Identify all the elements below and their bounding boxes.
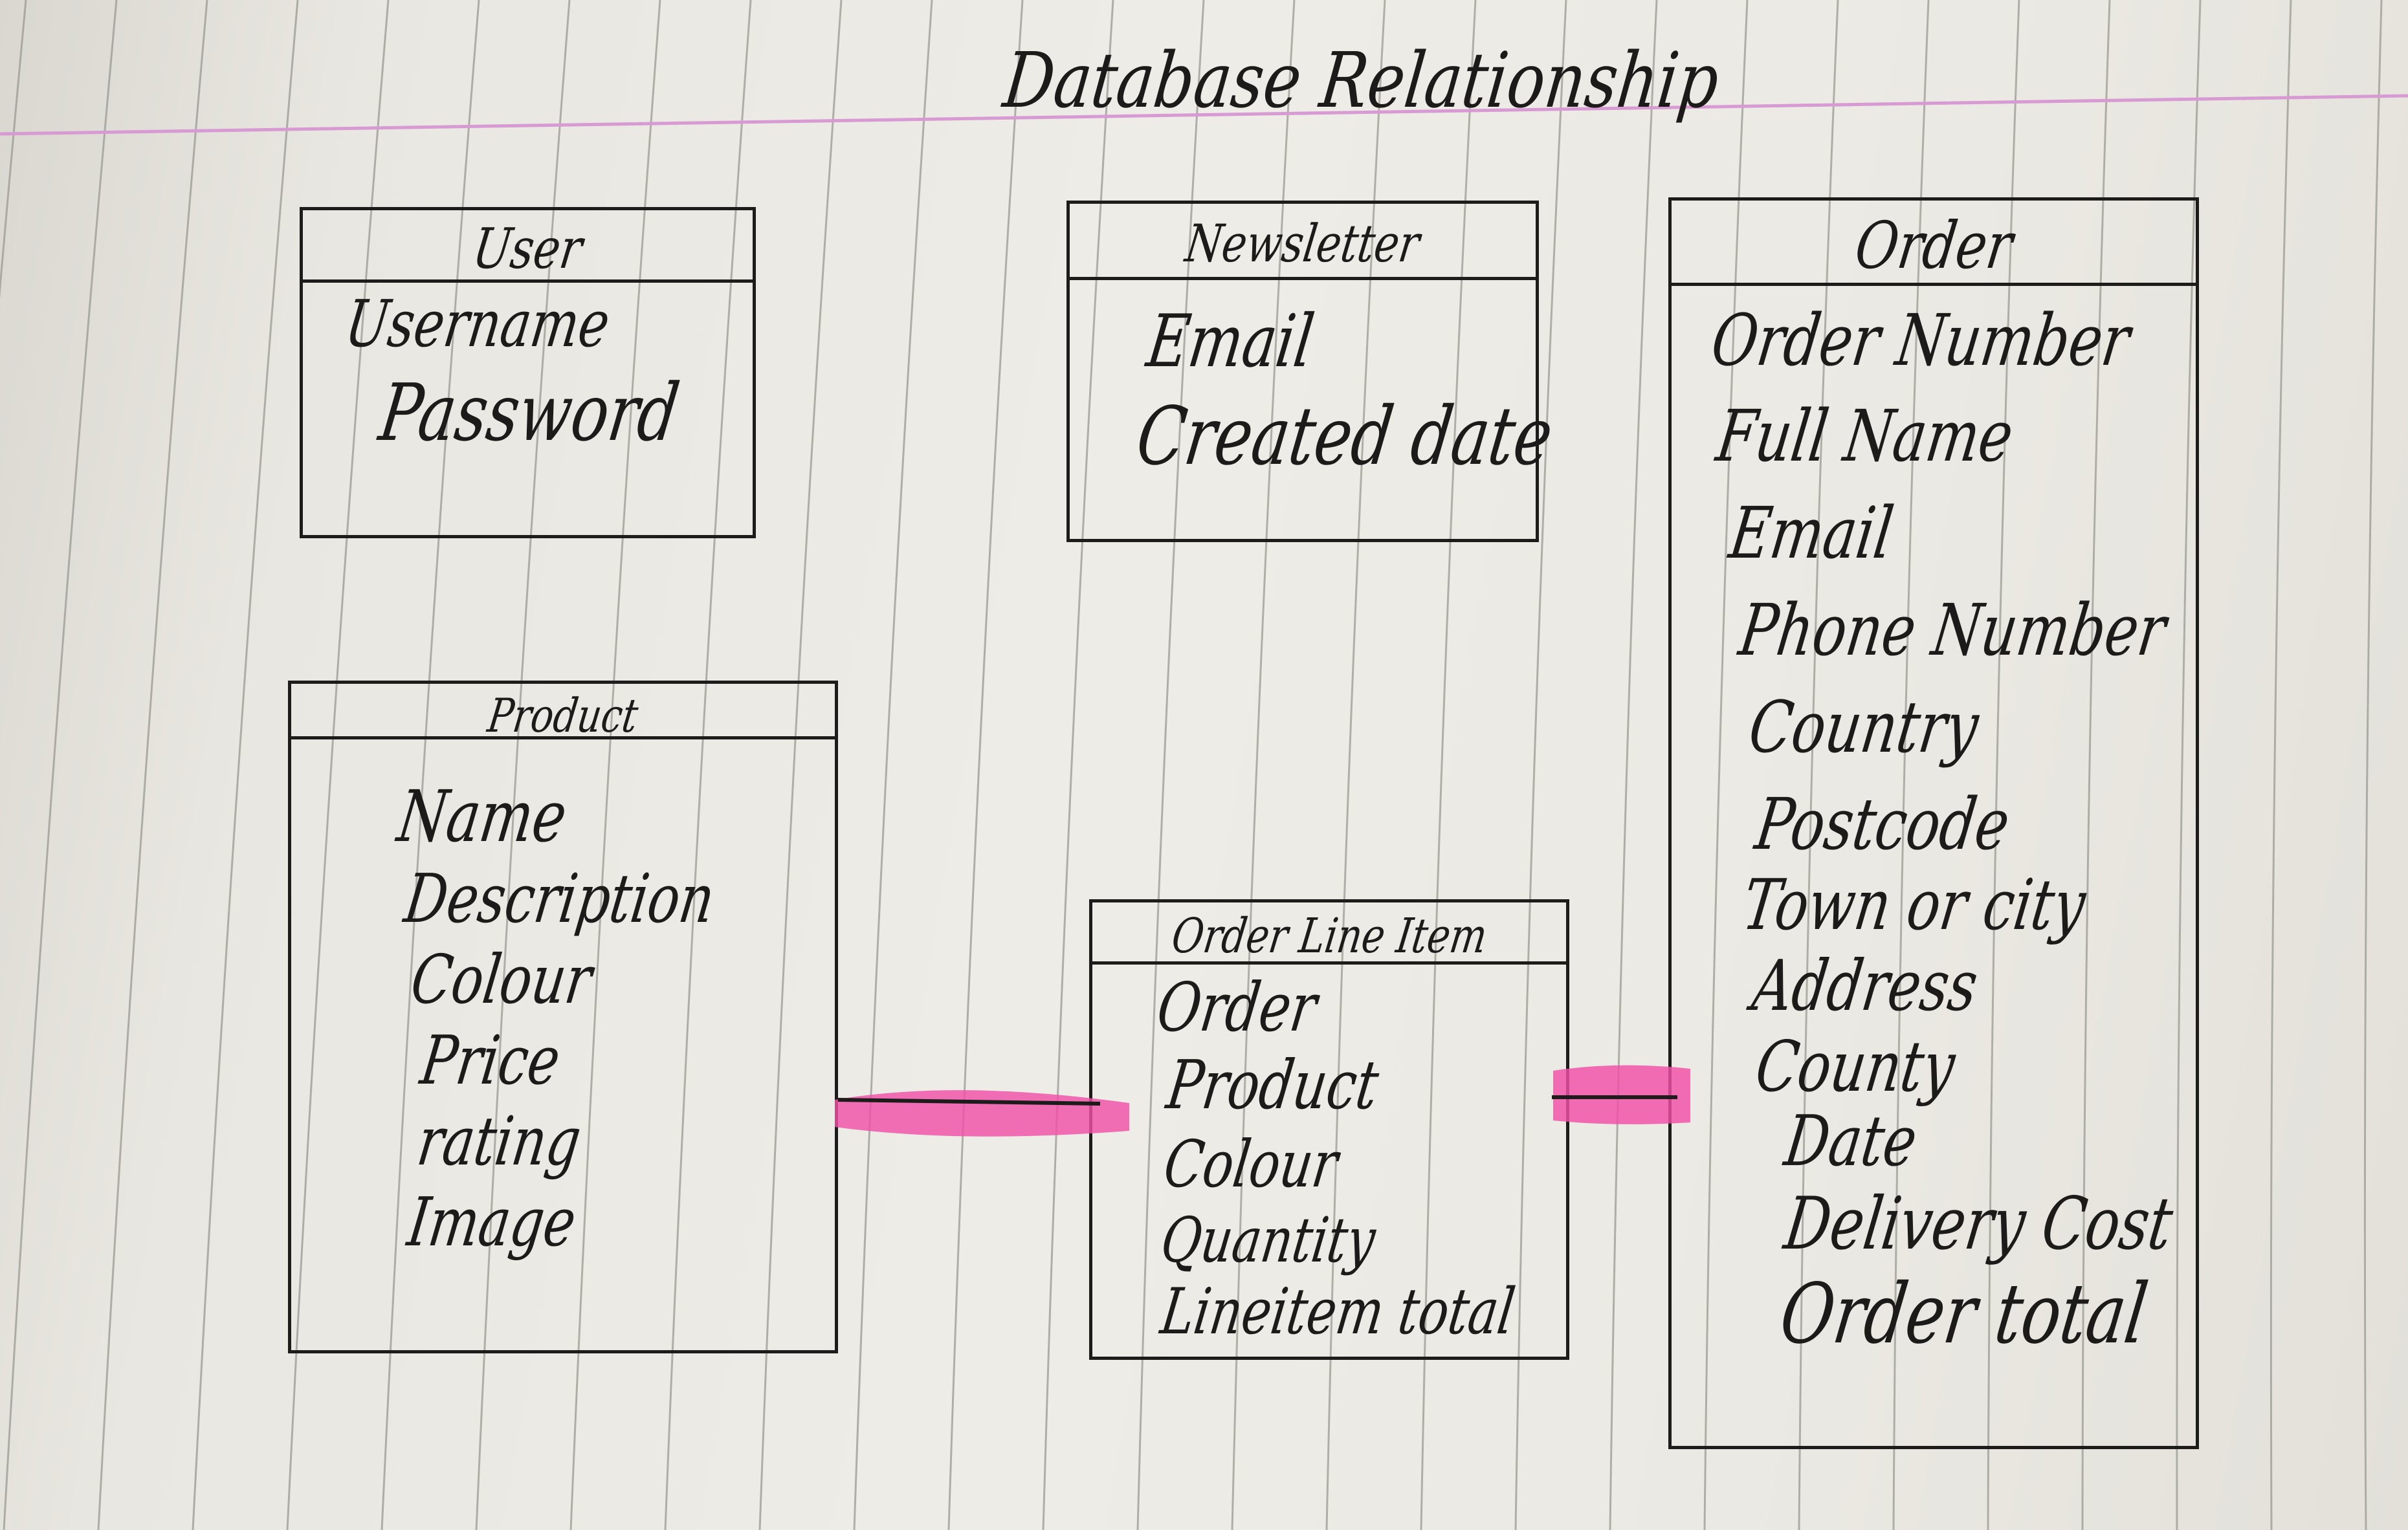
entity-product-name: Product bbox=[484, 688, 642, 743]
field-order-delivery-cost: Delivery Cost bbox=[1780, 1182, 2178, 1266]
entity-user: User Username Password bbox=[300, 207, 756, 538]
field-user-password: Password bbox=[374, 367, 685, 459]
field-order-town-or-city: Town or city bbox=[1738, 865, 2090, 946]
field-order-order-total: Order total bbox=[1774, 1266, 2153, 1362]
field-product-price: Price bbox=[416, 1021, 565, 1100]
field-order-country: Country bbox=[1744, 686, 1983, 769]
rule-line bbox=[1609, 0, 1658, 1530]
rule-line bbox=[1798, 0, 1839, 1530]
rule-line bbox=[1325, 0, 1386, 1530]
field-order-date: Date bbox=[1780, 1101, 1922, 1182]
rule-line bbox=[3, 0, 118, 1530]
rule-line bbox=[381, 0, 480, 1530]
rule-line bbox=[853, 0, 933, 1530]
entity-newsletter-header: Newsletter bbox=[1070, 204, 1536, 280]
field-product-description: Description bbox=[400, 859, 720, 938]
entity-user-name: User bbox=[469, 217, 587, 281]
rule-line bbox=[1136, 0, 1205, 1530]
entity-order-line-item-name: Order Line Item bbox=[1168, 908, 1490, 964]
entity-order-name: Order bbox=[1850, 208, 2017, 283]
rule-line bbox=[1892, 0, 1930, 1530]
rule-line bbox=[0, 0, 27, 299]
rule-line bbox=[1042, 0, 1114, 1530]
field-oli-colour: Colour bbox=[1159, 1126, 1343, 1202]
field-oli-quantity: Quantity bbox=[1156, 1204, 1380, 1276]
entity-newsletter: Newsletter Email Created date bbox=[1066, 201, 1558, 542]
field-order-email: Email bbox=[1725, 492, 1899, 574]
entity-product: Product Name Description Colour Price ra… bbox=[288, 681, 838, 1353]
field-order-phone-number: Phone Number bbox=[1734, 589, 2171, 672]
rule-line bbox=[2081, 0, 2111, 1530]
field-order-county: County bbox=[1751, 1027, 1960, 1108]
field-product-colour: Colour bbox=[406, 940, 597, 1019]
rule-line bbox=[664, 0, 752, 1530]
rule-line bbox=[758, 0, 843, 1530]
entity-order-line-item: Order Line Item Order Product Colour Qua… bbox=[1089, 899, 1569, 1360]
field-order-postcode: Postcode bbox=[1751, 783, 2015, 866]
entity-newsletter-name: Newsletter bbox=[1182, 213, 1424, 274]
rule-line bbox=[569, 0, 661, 1530]
entity-order-header: Order bbox=[1672, 201, 2196, 286]
rule-line bbox=[475, 0, 571, 1530]
field-order-order-number: Order Number bbox=[1707, 299, 2135, 382]
margin-line bbox=[0, 94, 2408, 136]
field-product-image: Image bbox=[403, 1183, 581, 1262]
rule-line bbox=[1514, 0, 1567, 1530]
rule-line bbox=[1987, 0, 2020, 1530]
field-oli-product: Product bbox=[1162, 1045, 1384, 1124]
field-order-full-name: Full Name bbox=[1712, 395, 2018, 477]
rule-line bbox=[1420, 0, 1477, 1530]
rule-line bbox=[97, 0, 208, 1530]
field-user-username: Username bbox=[340, 286, 615, 362]
rule-line bbox=[1703, 0, 1749, 1530]
rule-line bbox=[2363, 0, 2383, 1530]
field-oli-lineitem-total: Lineitem total bbox=[1156, 1275, 1519, 1349]
field-newsletter-created-date: Created date bbox=[1131, 390, 1558, 483]
field-order-address: Address bbox=[1747, 946, 1983, 1027]
entity-order-line-item-header: Order Line Item bbox=[1092, 902, 1566, 965]
field-product-rating: rating bbox=[413, 1102, 586, 1181]
field-newsletter-email: Email bbox=[1142, 300, 1319, 384]
field-oli-order: Order bbox=[1153, 968, 1321, 1047]
rule-line bbox=[192, 0, 299, 1530]
diagram-title: Database Relationship bbox=[999, 36, 1724, 125]
rule-line bbox=[2270, 0, 2292, 1530]
rule-line bbox=[286, 0, 390, 1530]
entity-order: Order Order Number Full Name Email Phone… bbox=[1668, 197, 2199, 1449]
field-product-name: Name bbox=[393, 775, 572, 858]
entity-product-header: Product bbox=[291, 684, 835, 743]
entity-user-header: User bbox=[303, 210, 753, 283]
rule-line bbox=[2176, 0, 2202, 1530]
rule-line bbox=[1231, 0, 1296, 1530]
rule-line bbox=[947, 0, 1024, 1530]
